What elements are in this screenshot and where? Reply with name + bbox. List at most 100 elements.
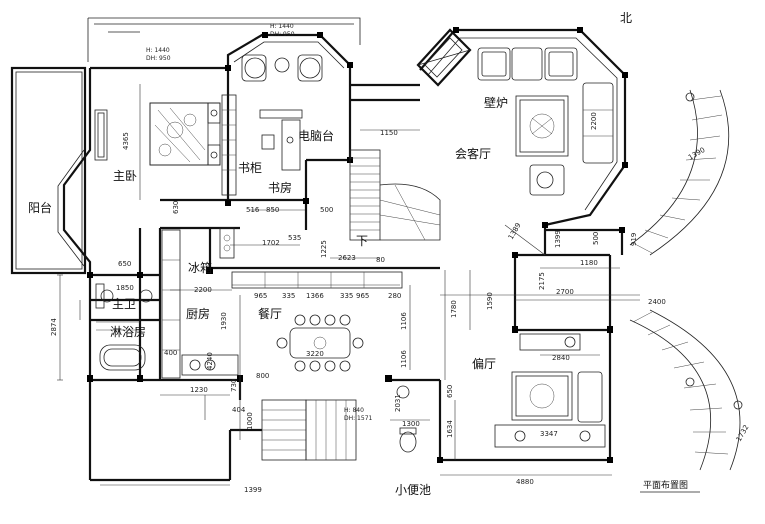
label-shower-room: 淋浴房 bbox=[110, 324, 146, 339]
label-bookcase: 书柜 bbox=[238, 161, 262, 175]
height-note-2-dh: DH: 950 bbox=[146, 55, 171, 62]
label-fridge: 冰箱 bbox=[188, 260, 212, 275]
label-kitchen: 厨房 bbox=[186, 306, 210, 321]
bedroom-bay-window bbox=[57, 68, 92, 275]
dim-335-b: 335 bbox=[340, 292, 353, 300]
height-note-1-dh: DH: 950 bbox=[270, 31, 295, 38]
dim-1230: 1230 bbox=[190, 386, 208, 394]
dim-1732: 1732 bbox=[735, 424, 751, 443]
bookcase bbox=[221, 94, 237, 196]
label-down: 下 bbox=[356, 234, 368, 248]
height-note-3: H: 840 bbox=[344, 407, 364, 414]
dim-1702: 1702 bbox=[262, 239, 280, 247]
dim-4240: 4240 bbox=[206, 352, 214, 370]
dim-965-a: 965 bbox=[254, 292, 267, 300]
dim-1850: 1850 bbox=[116, 284, 134, 292]
study-room-walls bbox=[226, 33, 352, 230]
label-balcony: 阳台 bbox=[28, 200, 52, 215]
central-stair bbox=[349, 149, 441, 241]
dim-2400: 2400 bbox=[648, 298, 666, 306]
dim-335-a: 335 bbox=[282, 292, 295, 300]
label-master-bath: 主卫 bbox=[112, 297, 136, 311]
dim-1389: 1389 bbox=[507, 222, 523, 241]
dim-2200: 2200 bbox=[194, 286, 212, 294]
dim-2840: 2840 bbox=[552, 354, 570, 362]
dim-800: 800 bbox=[256, 372, 269, 380]
dining-sideboard bbox=[231, 271, 403, 289]
label-fireplace: 壁炉 bbox=[484, 95, 508, 110]
dim-850: 850 bbox=[266, 206, 279, 214]
dim-650-b: 650 bbox=[446, 385, 454, 398]
dim-1399: 1399 bbox=[244, 486, 262, 494]
dim-500: 500 bbox=[592, 232, 600, 245]
dim-919: 919 bbox=[630, 233, 638, 246]
label-study: 书房 bbox=[268, 180, 292, 195]
dim-1225: 1225 bbox=[320, 240, 328, 258]
plan-caption: 平面布置图 bbox=[643, 479, 688, 491]
label-side-hall: 偏厅 bbox=[472, 356, 496, 371]
dim-1300: 1300 bbox=[402, 420, 420, 428]
dim-2874: 2874 bbox=[50, 318, 58, 336]
powder-room-toilet bbox=[396, 385, 417, 453]
dim-1634: 1634 bbox=[446, 420, 454, 438]
dim-1150: 1150 bbox=[380, 129, 398, 137]
north-marker: 北 bbox=[620, 11, 632, 25]
master-bed bbox=[149, 102, 221, 166]
dim-1590: 1590 bbox=[486, 292, 494, 310]
study-furniture bbox=[241, 54, 323, 171]
dining-table bbox=[276, 314, 364, 372]
dim-1106-a: 1106 bbox=[400, 312, 408, 330]
dim-4880: 4880 bbox=[516, 478, 534, 486]
label-master-bedroom: 主卧 bbox=[113, 169, 137, 183]
fireplace-chimney bbox=[416, 28, 472, 87]
room-labels: 阳台 主卧 书房 书柜 电脑台 壁炉 会客厅 冰箱 主卫 淋浴房 厨房 餐厅 偏… bbox=[28, 11, 632, 497]
dim-1106-b: 1106 bbox=[400, 350, 408, 368]
height-note-3-dh: DH: 1571 bbox=[344, 415, 373, 422]
curved-exterior-stairs bbox=[629, 89, 743, 471]
dim-516: 516 bbox=[246, 206, 260, 214]
height-note-1: H: 1440 bbox=[270, 23, 294, 30]
label-living-room: 会客厅 bbox=[455, 146, 491, 161]
dim-2200-b: 2200 bbox=[590, 112, 598, 130]
dim-4365: 4365 bbox=[122, 132, 130, 150]
dimension-lines bbox=[57, 84, 640, 486]
dim-404: 404 bbox=[232, 406, 246, 414]
dim-2700: 2700 bbox=[556, 288, 574, 296]
dim-1000: 1000 bbox=[246, 412, 254, 430]
lower-stair bbox=[261, 399, 357, 461]
dim-2175: 2175 bbox=[538, 272, 546, 290]
kitchen-cabinets bbox=[161, 227, 239, 379]
living-room-walls bbox=[350, 28, 627, 227]
dim-1780: 1780 bbox=[450, 300, 458, 318]
height-notes: H: 1440 DH: 950 H: 1440 DH: 950 H: 840 D… bbox=[146, 23, 373, 422]
height-note-2: H: 1440 bbox=[146, 47, 170, 54]
dim-650: 650 bbox=[118, 260, 131, 268]
dim-1399-b: 1399 bbox=[554, 230, 562, 248]
bedroom-wardrobe bbox=[94, 109, 108, 161]
top-roof-lines bbox=[87, 17, 361, 62]
bath-fixtures bbox=[95, 283, 153, 371]
dim-2031: 2031 bbox=[394, 394, 402, 412]
label-computer-desk: 电脑台 bbox=[298, 128, 334, 143]
side-hall-sofa bbox=[494, 333, 606, 448]
living-sofas bbox=[477, 47, 614, 196]
dim-1180: 1180 bbox=[580, 259, 598, 267]
dim-2623: 2623 bbox=[338, 254, 356, 262]
main-walls bbox=[88, 66, 440, 482]
dim-730: 730 bbox=[230, 379, 238, 392]
dim-535: 535 bbox=[288, 234, 301, 242]
dim-3347: 3347 bbox=[540, 430, 558, 438]
columns bbox=[87, 27, 628, 463]
dim-965-b: 965 bbox=[356, 292, 369, 300]
dim-400: 400 bbox=[164, 349, 177, 357]
caption: 平面布置图 bbox=[640, 479, 700, 493]
dim-1366: 1366 bbox=[306, 292, 324, 300]
living-carpet bbox=[515, 95, 569, 157]
dim-3220: 3220 bbox=[306, 350, 324, 358]
dim-280: 280 bbox=[388, 292, 401, 300]
dimension-texts: 4365 1150 630 516 850 1702 535 1225 2623… bbox=[50, 112, 751, 494]
label-dining: 餐厅 bbox=[258, 306, 282, 321]
dim-630: 630 bbox=[172, 201, 180, 214]
dim-500-b: 500 bbox=[320, 206, 333, 214]
